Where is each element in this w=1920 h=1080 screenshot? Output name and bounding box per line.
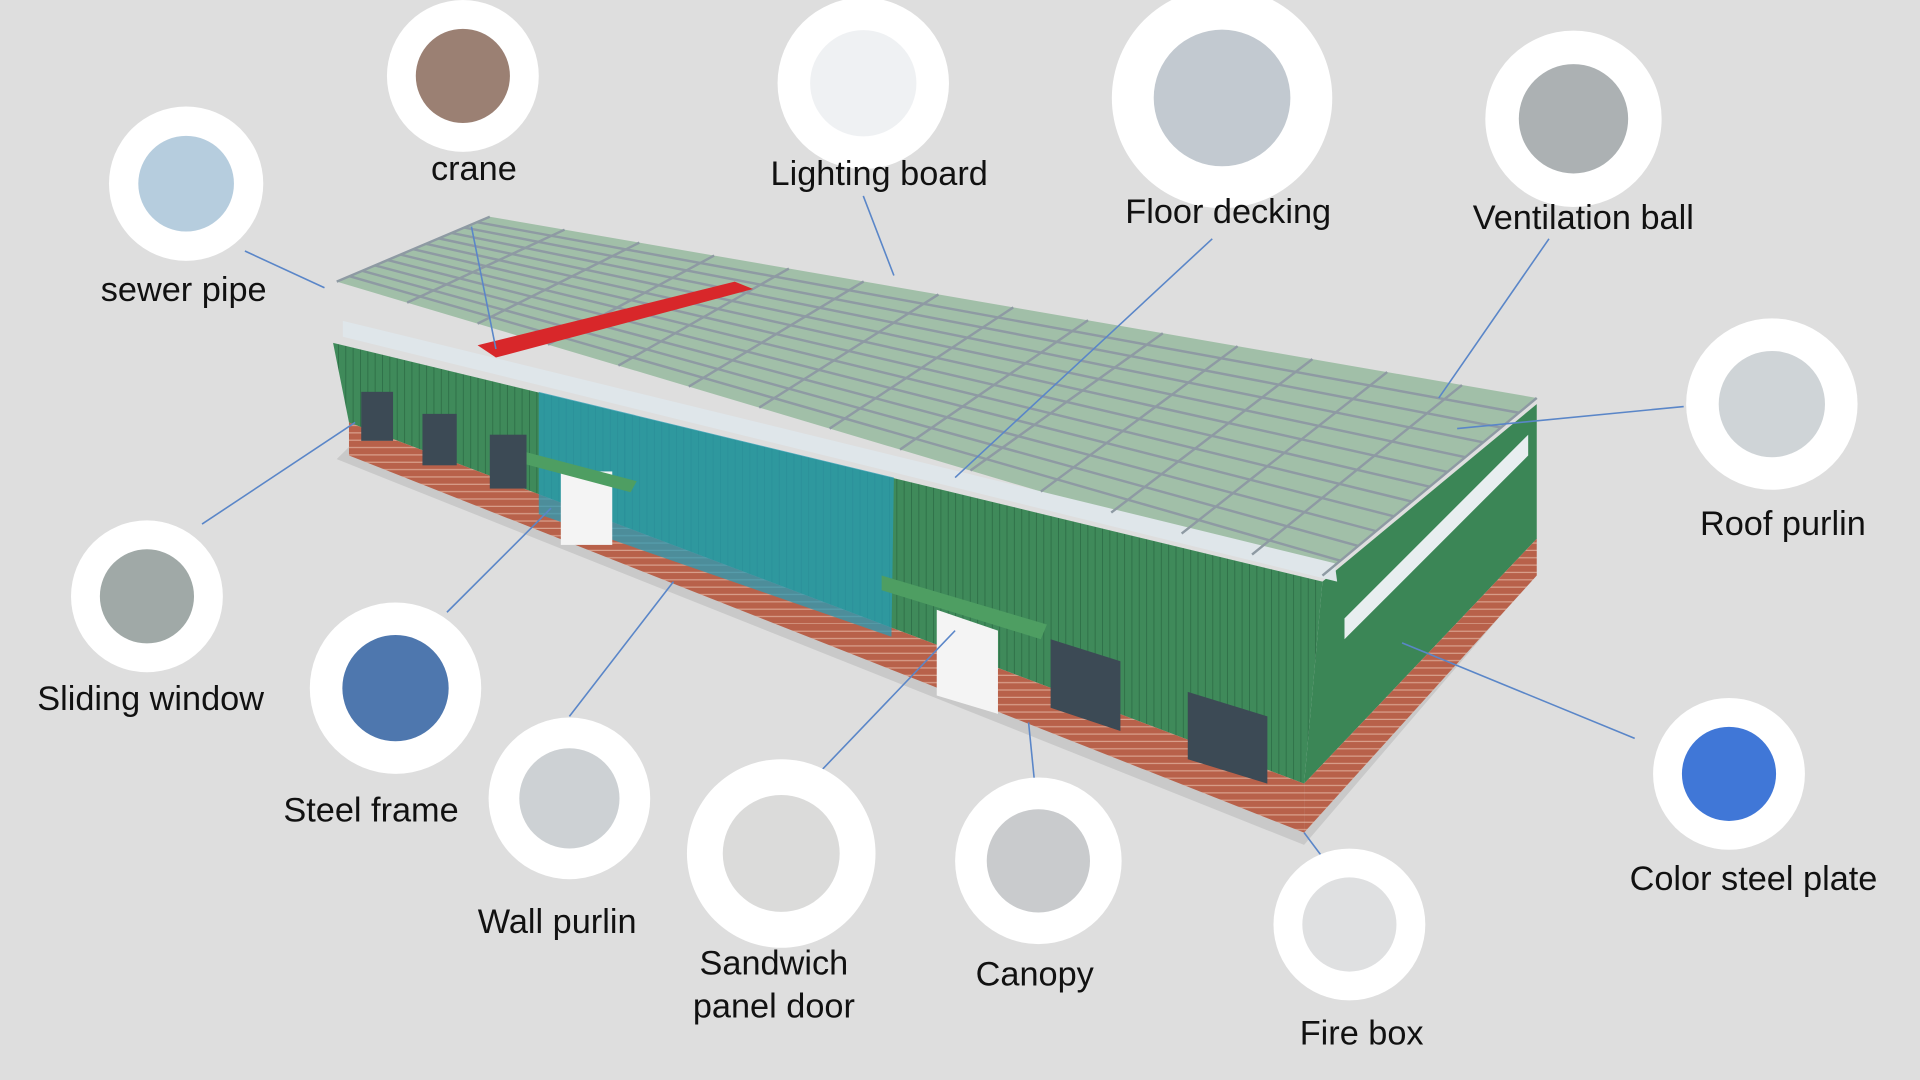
door-right [936, 609, 998, 714]
windows [361, 391, 1268, 784]
sliding-window-callout-line [201, 421, 356, 525]
color-steel-plate-callout-line [1401, 642, 1636, 740]
steel-frame-label: Steel frame [283, 791, 459, 829]
crane-callout-line [470, 226, 497, 350]
roof-purlin-line [387, 258, 1395, 518]
roof-purlin-line [349, 275, 1341, 562]
roof-purlin-line [400, 253, 1413, 503]
translucent-sheet-icon [777, 0, 949, 169]
roof-purlin-line [361, 269, 1359, 548]
sandwich-panel-door-callout-line [819, 630, 956, 772]
roof-purlin-line [412, 247, 1430, 488]
blue-corrugated-sheet-icon [1653, 697, 1805, 850]
floor-decking-callout-line [954, 238, 1213, 479]
fire-box-label: Fire box [1299, 1013, 1424, 1052]
label-line: Sandwich [699, 944, 849, 983]
sliding-door-icon [686, 759, 876, 948]
lighting-board-callout-line [862, 195, 895, 276]
roof-purlin-line [476, 220, 1520, 414]
roof-purlin-line [464, 226, 1502, 429]
canopy-label: Canopy [975, 955, 1094, 994]
roof-purlin-line [374, 264, 1377, 533]
gutter-photo-icon [108, 106, 264, 261]
canopy-left [520, 450, 637, 493]
ventilation-ball-callout-line [1438, 238, 1550, 399]
c-purlin-icon [1686, 318, 1858, 490]
fire-box-callout-line [1303, 832, 1324, 858]
canopy-photo-icon [955, 777, 1122, 945]
crane-beam [477, 281, 754, 358]
window-icon [71, 520, 223, 673]
crane-photo-icon [386, 0, 539, 152]
sewer-pipe-label: sewer pipe [100, 270, 267, 309]
label-line: panel door [692, 986, 855, 1025]
canopy-callout-line [1027, 722, 1036, 784]
turbine-vent-icon [1485, 30, 1662, 207]
interior-area [538, 391, 894, 637]
steel-frame-callout-line [446, 507, 552, 613]
wall-purlin-label: Wall purlin [477, 902, 637, 941]
color-steel-plate-label: Color steel plate [1629, 859, 1878, 898]
roof-purlin-line [425, 242, 1448, 474]
c-purlin-icon [488, 717, 651, 880]
fire-box-icon [1273, 848, 1426, 1001]
sewer-pipe-callout-line [244, 250, 325, 289]
floor-decking-label: Floor decking [1125, 192, 1332, 231]
steel-truss-icon [309, 602, 482, 774]
gable-louver [1344, 434, 1529, 640]
sliding-window-label: Sliding window [37, 679, 265, 718]
roof-skylight-strip [342, 320, 1338, 582]
gable-brick-base [1304, 538, 1537, 833]
roof-purlin-label: Roof purlin [1699, 504, 1866, 543]
decking-sheet-icon [1111, 0, 1333, 209]
roof-purlin-line [451, 231, 1484, 444]
roof-purlin-callout-line [1457, 405, 1684, 430]
ventilation-ball-label: Ventilation ball [1472, 198, 1694, 237]
lighting-board-label: Lighting board [770, 154, 988, 193]
wall-purlin-callout-line [568, 581, 675, 717]
roof-purlin-line [438, 237, 1466, 459]
canopy-right [881, 575, 1047, 640]
crane-label: crane [430, 149, 517, 188]
roof-rafter [1321, 397, 1538, 577]
